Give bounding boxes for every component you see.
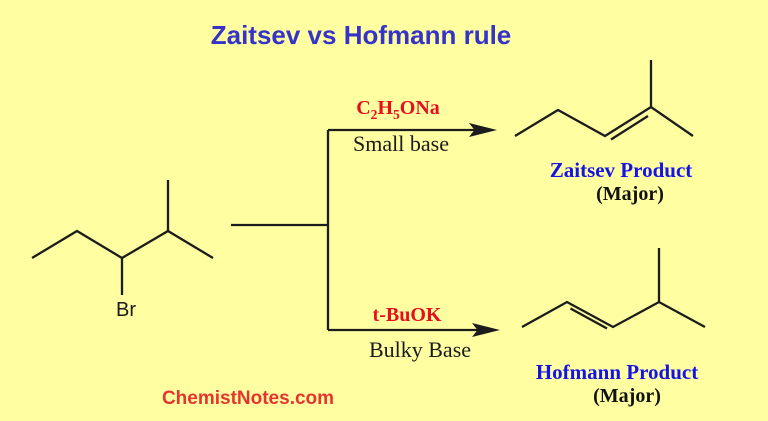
hofmann-major-label: (Major): [593, 385, 661, 407]
diagram-title: Zaitsev vs Hofmann rule: [210, 20, 512, 50]
top-reagent-sub2: 2: [370, 107, 378, 122]
substrate-structure: [31, 180, 214, 295]
bottom-reagent-label: t-BuOK: [372, 304, 442, 326]
top-reagent-sub5: 5: [393, 107, 400, 122]
bromine-label: Br: [116, 299, 136, 321]
branch-lines: [231, 130, 330, 330]
bottom-reaction-arrow: [328, 323, 500, 337]
top-reaction-arrow: [328, 123, 497, 137]
zaitsev-product-label: Zaitsev Product: [549, 158, 693, 182]
top-reagent-h: H: [377, 97, 394, 119]
hofmann-product-label: Hofmann Product: [535, 360, 699, 384]
zaitsev-major-label: (Major): [596, 183, 664, 205]
top-reagent-label: C2H5ONa: [356, 97, 440, 123]
top-reagent-c: C: [356, 97, 371, 119]
top-reagent-rest: ONa: [399, 97, 440, 119]
bottom-base-type-label: Bulky Base: [368, 337, 472, 362]
watermark-text: ChemistNotes.com: [161, 388, 335, 409]
top-base-type-label: Small base: [353, 131, 449, 156]
zaitsev-product-structure: [514, 60, 694, 141]
hofmann-product-structure: [521, 248, 706, 330]
